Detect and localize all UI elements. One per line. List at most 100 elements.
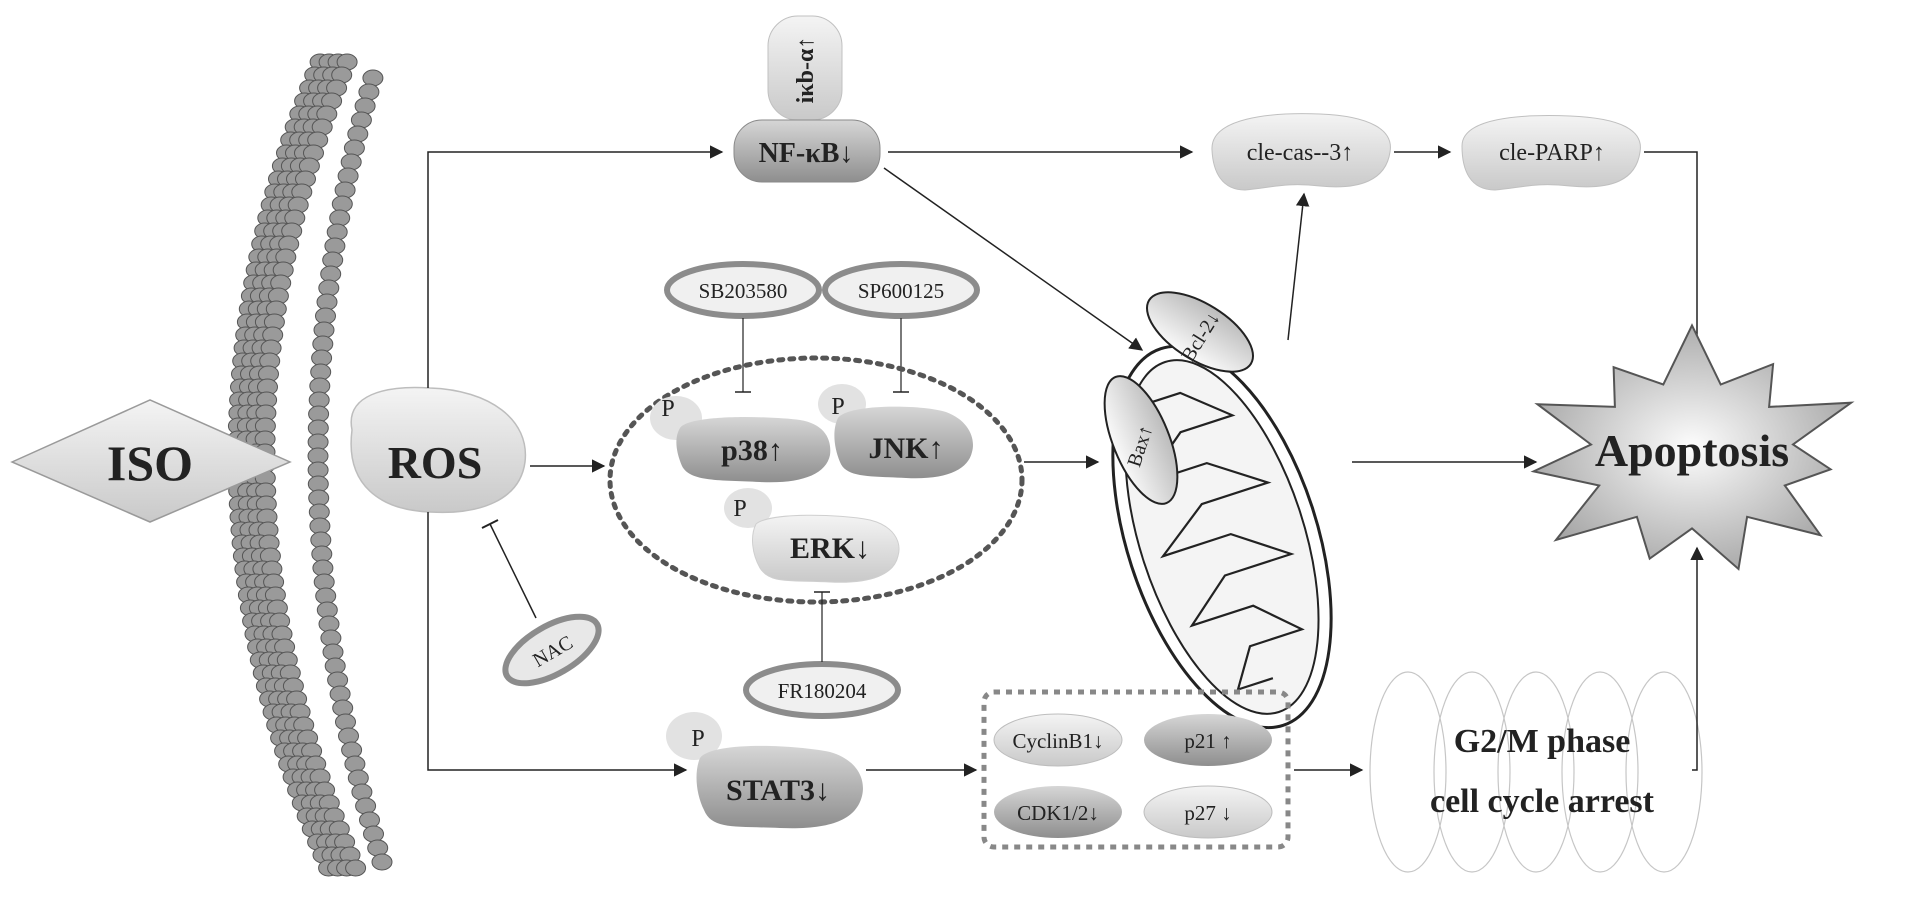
p38-label: p38↑ [721,434,783,467]
jnk-shape [834,406,973,479]
g2m-label-line1: G2/M phase [1454,723,1631,760]
fr180204-node: FR180204 [743,661,901,719]
cas3-node: cle-cas--3↑ [1211,113,1391,191]
membrane-bead [338,727,359,745]
cdk-shape [994,786,1122,838]
iso-label: ISO [107,435,193,491]
ikb-label: iκb-α↑ [793,37,819,104]
membrane-bead [371,853,393,871]
membrane-bead [344,755,366,773]
cellcycle-group-box [981,689,1291,850]
membrane-bead [345,859,367,877]
parp-label: cle-PARP↑ [1499,140,1605,166]
p27-node: p27 ↓ [1143,785,1273,839]
membrane-bead [363,825,384,843]
g2m-cell-outline [1433,671,1511,873]
ros-label: ROS [388,437,483,488]
erk-phospho-shape [724,488,772,528]
ros-to-nfkb-arrow [427,145,724,388]
sp600125-ring [822,261,980,319]
stat3-label: STAT3↓ [726,774,830,807]
g2m-to-apoptosis-arrow [1690,546,1704,771]
nac-ring [502,613,602,687]
membrane-bead [322,251,344,269]
cdk-label: CDK1/2↓ [1017,801,1099,825]
nfkb-to-mito-arrow [883,167,1144,351]
membrane-bead [367,839,389,857]
p38-node: P p38↑ [650,396,831,483]
g2m-cell-outline [1497,671,1575,873]
p38-phospho-label: P [661,396,674,422]
membrane-bead [351,783,373,801]
jnk-label: JNK↑ [869,432,944,465]
jnk-node: P JNK↑ [818,384,973,479]
apoptosis-star-shape [1530,323,1855,571]
nac-inhibit-bar [481,519,499,529]
membrane-bead [318,279,340,297]
membrane-bead [331,195,353,213]
nac-node: NAC [502,613,602,687]
cas3-label: cle-cas--3↑ [1247,140,1354,166]
nfkb-shape [733,119,881,183]
nfkb-node: NF-κB↓ [733,119,881,183]
fr180204-ring [743,661,901,719]
p27-label: p27 ↓ [1184,801,1231,825]
sp600125-label: SP600125 [858,279,944,303]
fr180204-label: FR180204 [778,679,867,703]
membrane-bead [362,69,384,87]
membrane-bead [347,769,369,787]
mapk-group-outline [607,355,1025,605]
membrane-bead [354,97,376,115]
membrane-bead [318,615,340,633]
stat3-phospho-label: P [691,726,704,752]
membrane-bead [320,265,342,283]
ikb-node: iκb-α↑ [767,15,843,121]
p21-shape [1144,714,1272,766]
membrane-bead [327,671,349,689]
bcl2-node: Bcl-2↓ [1145,291,1255,373]
bax-shape [1103,375,1179,505]
iso-diamond-shape [10,399,292,523]
cyclinb1-node: CyclinB1↓ [993,713,1123,767]
apoptosis-label: Apoptosis [1595,425,1789,476]
sb203580-label: SB203580 [699,279,788,303]
sp600125-node: SP600125 [822,261,980,319]
erk-node: P ERK↓ [724,488,900,583]
parp-to-apoptosis-arrow [1644,151,1704,372]
erk-phospho-label: P [733,496,746,522]
cell-membrane [227,53,393,877]
nac-inhibit-line [489,523,537,619]
g2m-arrest-node: G2/M phase cell cycle arrest [1369,671,1703,873]
iso-node: ISO [10,399,292,523]
membrane-bead [326,223,348,241]
jnk-phospho-label: P [831,394,844,420]
ros-to-stat3-arrow [427,512,688,777]
bcl2-shape [1145,291,1255,373]
membrane-bead [359,811,380,829]
p38-shape [676,417,831,483]
membrane-bead [332,699,354,717]
membrane-bead [355,797,377,815]
cyclinb1-label: CyclinB1↓ [1012,729,1103,753]
apoptosis-node: Apoptosis [1530,323,1855,571]
bax-node: Bax↑ [1103,375,1179,505]
cyclinb1-shape [993,713,1123,767]
membrane-bead [316,601,338,619]
stat3-shape [696,745,863,829]
stat3-node: P STAT3↓ [666,712,863,829]
membrane-bead [322,643,344,661]
erk-label: ERK↓ [790,532,870,565]
membrane-bead [334,181,356,199]
membrane-bead [320,629,342,647]
parp-shape [1461,115,1641,191]
mito-to-cas3-arrow [1287,192,1310,341]
membrane-bead [329,685,351,703]
parp-node: cle-PARP↑ [1461,115,1641,191]
membrane-bead [341,741,363,759]
p21-node: p21 ↑ [1144,714,1272,766]
g2m-cell-outline [1369,671,1447,873]
sb203580-node: SB203580 [664,261,822,319]
mitochondrion-cristae [1142,391,1305,692]
